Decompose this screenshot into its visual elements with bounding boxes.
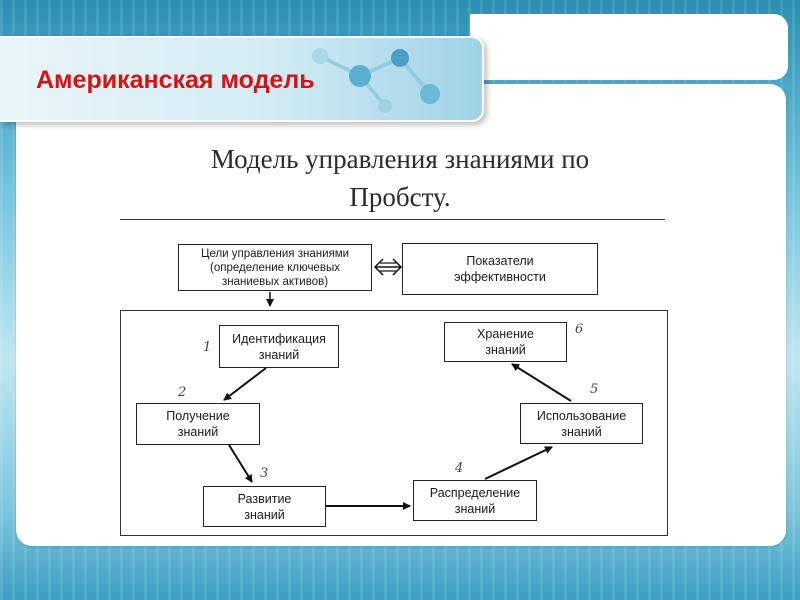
step-usage-line-2: знаний	[561, 424, 602, 439]
step-distribution: Распределение знаний	[413, 480, 537, 521]
step-number-4: 4	[455, 461, 464, 476]
step-acquisition: Получение знаний	[136, 403, 260, 445]
slide-title: Американская модель	[36, 66, 315, 94]
goals-line-2: (определение ключевых	[210, 261, 340, 274]
indicators-box: Показатели эффективности	[402, 243, 598, 295]
goals-line-1: Цели управления знаниями	[200, 247, 350, 260]
step-number-5: 5	[590, 382, 599, 397]
step-usage-line-1: Использование	[536, 408, 627, 423]
arrow-distribution-to-usage	[484, 446, 553, 480]
diagram-heading: Модель управления знаниями по Пробсту.	[100, 140, 700, 216]
molecule-decoration	[312, 48, 440, 113]
heading-underline	[120, 219, 665, 220]
step-storage: Хранение знаний	[444, 322, 567, 362]
arrow-identification-to-acquisition	[223, 367, 267, 401]
step-acquisition-line-2: знаний	[177, 425, 219, 439]
step-usage: Использование знаний	[520, 403, 643, 444]
goals-line-3: знаниевых активов)	[221, 275, 329, 288]
goals-box: Цели управления знаниями (определение кл…	[178, 244, 372, 291]
step-number-6: 6	[575, 322, 584, 337]
step-development: Развитие знаний	[203, 486, 326, 527]
step-identification-line-1: Идентификация	[232, 331, 326, 346]
step-storage-line-1: Хранение	[477, 327, 534, 341]
heading-line-1: Модель управления знаниями по	[210, 144, 590, 174]
indicators-line-2: эффективности	[454, 270, 546, 284]
indicators-line-1: Показатели	[466, 254, 534, 268]
top-white-band	[470, 14, 788, 80]
arrow-usage-to-storage	[511, 363, 572, 402]
step-acquisition-line-1: Получение	[166, 409, 230, 423]
step-number-3: 3	[260, 466, 269, 481]
double-arrow	[373, 258, 403, 276]
heading-line-2: Пробсту.	[349, 182, 451, 212]
step-identification-line-2: знаний	[258, 347, 300, 362]
step-identification: Идентификация знаний	[219, 325, 339, 368]
step-storage-line-2: знаний	[485, 343, 526, 357]
step-number-2: 2	[178, 385, 187, 400]
arrow-acquisition-to-development	[228, 444, 253, 483]
step-development-line-2: знаний	[244, 507, 285, 522]
step-number-1: 1	[203, 340, 212, 355]
step-development-line-1: Развитие	[237, 491, 292, 506]
step-distribution-line-1: Распределение	[429, 485, 521, 500]
content-card	[16, 84, 786, 546]
process-frame	[120, 310, 668, 536]
step-distribution-line-2: знаний	[454, 501, 496, 516]
